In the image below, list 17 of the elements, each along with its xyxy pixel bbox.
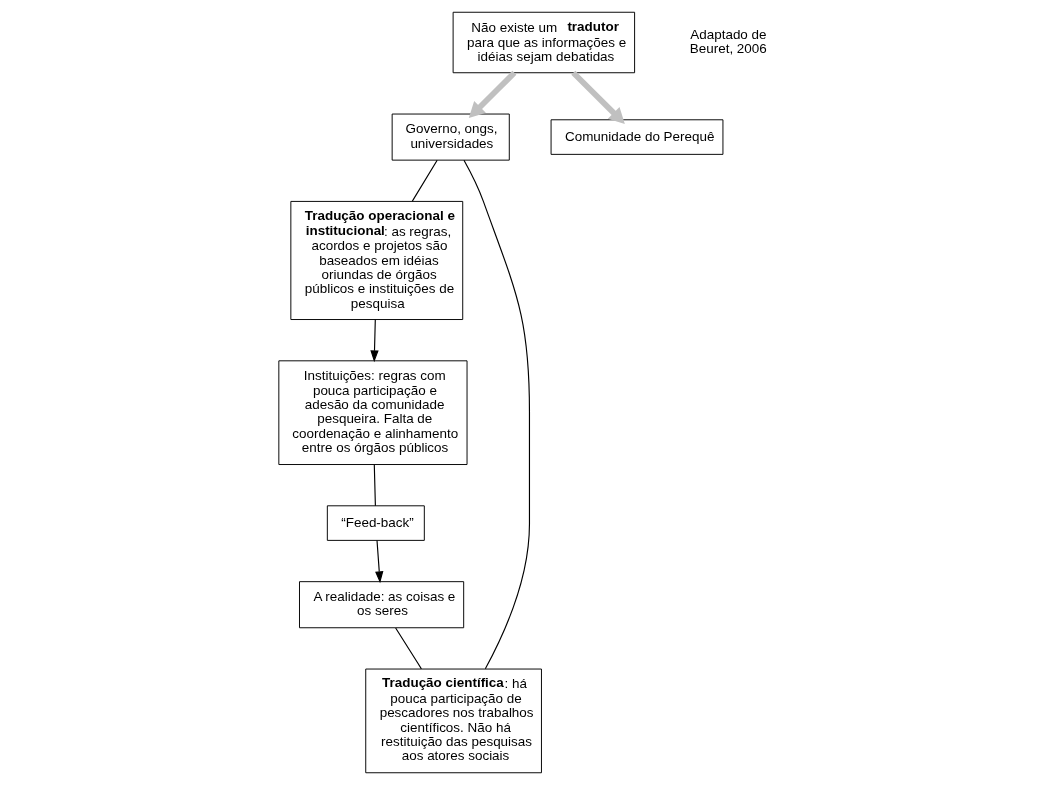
node-box: Governo, ongs, universidades xyxy=(391,113,510,161)
arrow xyxy=(369,318,379,363)
node-box: Não existe um tradutor para que as informações e idéias sejam debatidas xyxy=(452,11,635,74)
node-box: Tradução científica: há pouca participação de pescadores nos trabalhos científicos. Não há restituição das pesquisas aos atores sociais xyxy=(364,668,542,774)
arrow xyxy=(570,70,625,125)
connector xyxy=(373,464,376,507)
connector xyxy=(394,627,422,670)
node-box: Instituições: regras com pouca participação e adesão da comunidade pesqueira. Falta de coordenação e alinhamento entre os órgãos públicos xyxy=(277,360,468,465)
connector xyxy=(411,159,438,202)
node-box: “Feed-back” xyxy=(326,505,425,541)
connector xyxy=(462,159,530,670)
arrow xyxy=(468,70,516,119)
node-box: Comunidade do Perequê xyxy=(550,119,723,155)
arrow xyxy=(374,540,383,584)
node-box: Tradução operacional e institucional: as regras, acordos e projetos são baseados em idéias oriundas de órgãos públicos e instituições de pesquisa xyxy=(289,200,463,320)
label: Adaptado de Beuret, 2006 xyxy=(689,26,767,57)
node-box: A realidade: as coisas e os seres xyxy=(298,581,464,629)
